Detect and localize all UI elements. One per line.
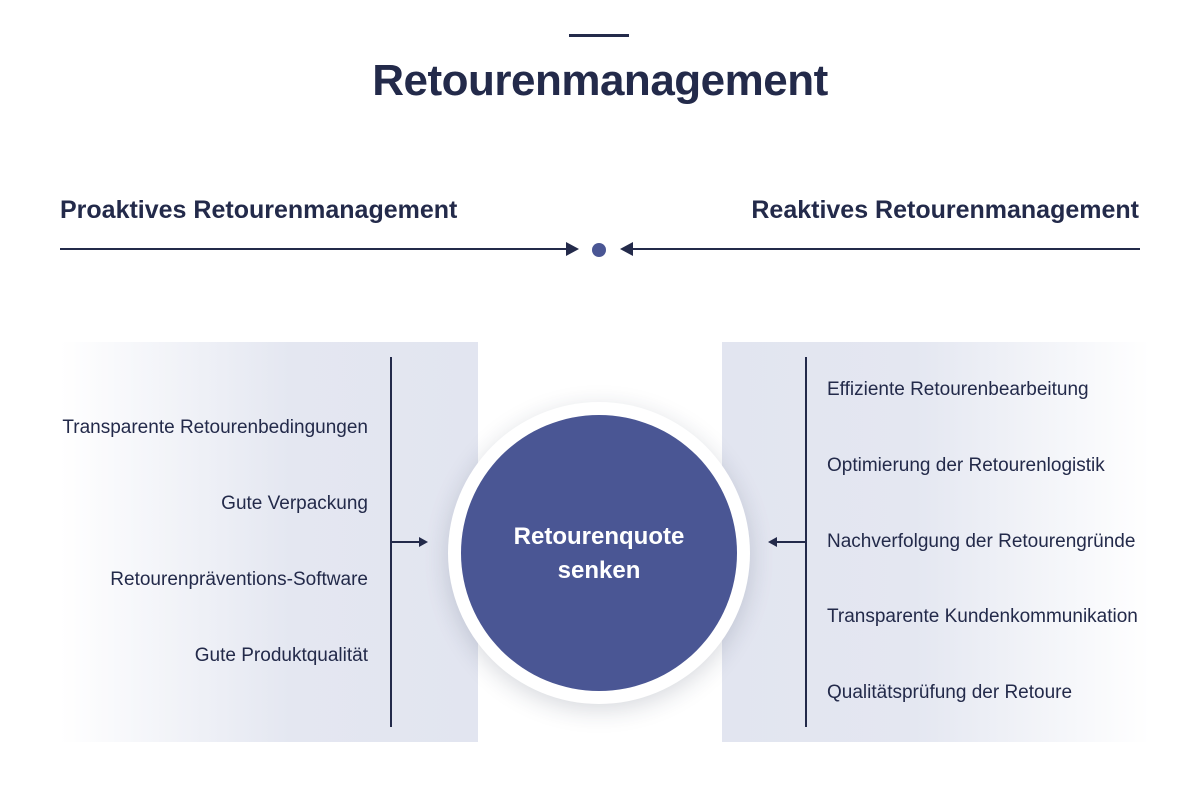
connector-arrow-right-icon — [419, 537, 428, 547]
proactive-heading: Proaktives Retourenmanagement — [60, 196, 458, 224]
page-title: Retourenmanagement — [372, 56, 828, 105]
reactive-heading: Reaktives Retourenmanagement — [751, 196, 1139, 224]
reactive-item: Nachverfolgung der Retourengründe — [827, 531, 1136, 552]
arrow-left-icon — [620, 242, 633, 256]
proactive-axis-line — [60, 248, 570, 250]
reactive-bracket-line — [805, 357, 807, 727]
goal-label: Retourenquote senken — [461, 520, 737, 588]
reactive-item: Qualitätsprüfung der Retoure — [827, 682, 1073, 703]
reactive-item: Optimierung der Retourenlogistik — [827, 455, 1105, 476]
arrow-right-icon — [566, 242, 579, 256]
proactive-connector — [391, 541, 421, 543]
proactive-item: Gute Produktqualität — [194, 645, 368, 666]
reactive-item: Transparente Kundenkommunikation — [827, 606, 1138, 627]
proactive-item: Retourenpräventions-Software — [110, 569, 368, 590]
title-rule — [569, 34, 629, 37]
connector-arrow-left-icon — [768, 537, 777, 547]
center-dot — [592, 243, 606, 257]
proactive-item: Gute Verpackung — [221, 493, 368, 514]
goal-label-line-2: senken — [557, 557, 641, 584]
reactive-axis-line — [630, 248, 1140, 250]
proactive-item: Transparente Retourenbedingungen — [62, 417, 368, 438]
goal-circle — [461, 415, 737, 691]
reactive-item: Effiziente Retourenbearbeitung — [827, 379, 1089, 400]
reactive-connector — [776, 541, 806, 543]
goal-label-line-1: Retourenquote — [513, 523, 685, 550]
